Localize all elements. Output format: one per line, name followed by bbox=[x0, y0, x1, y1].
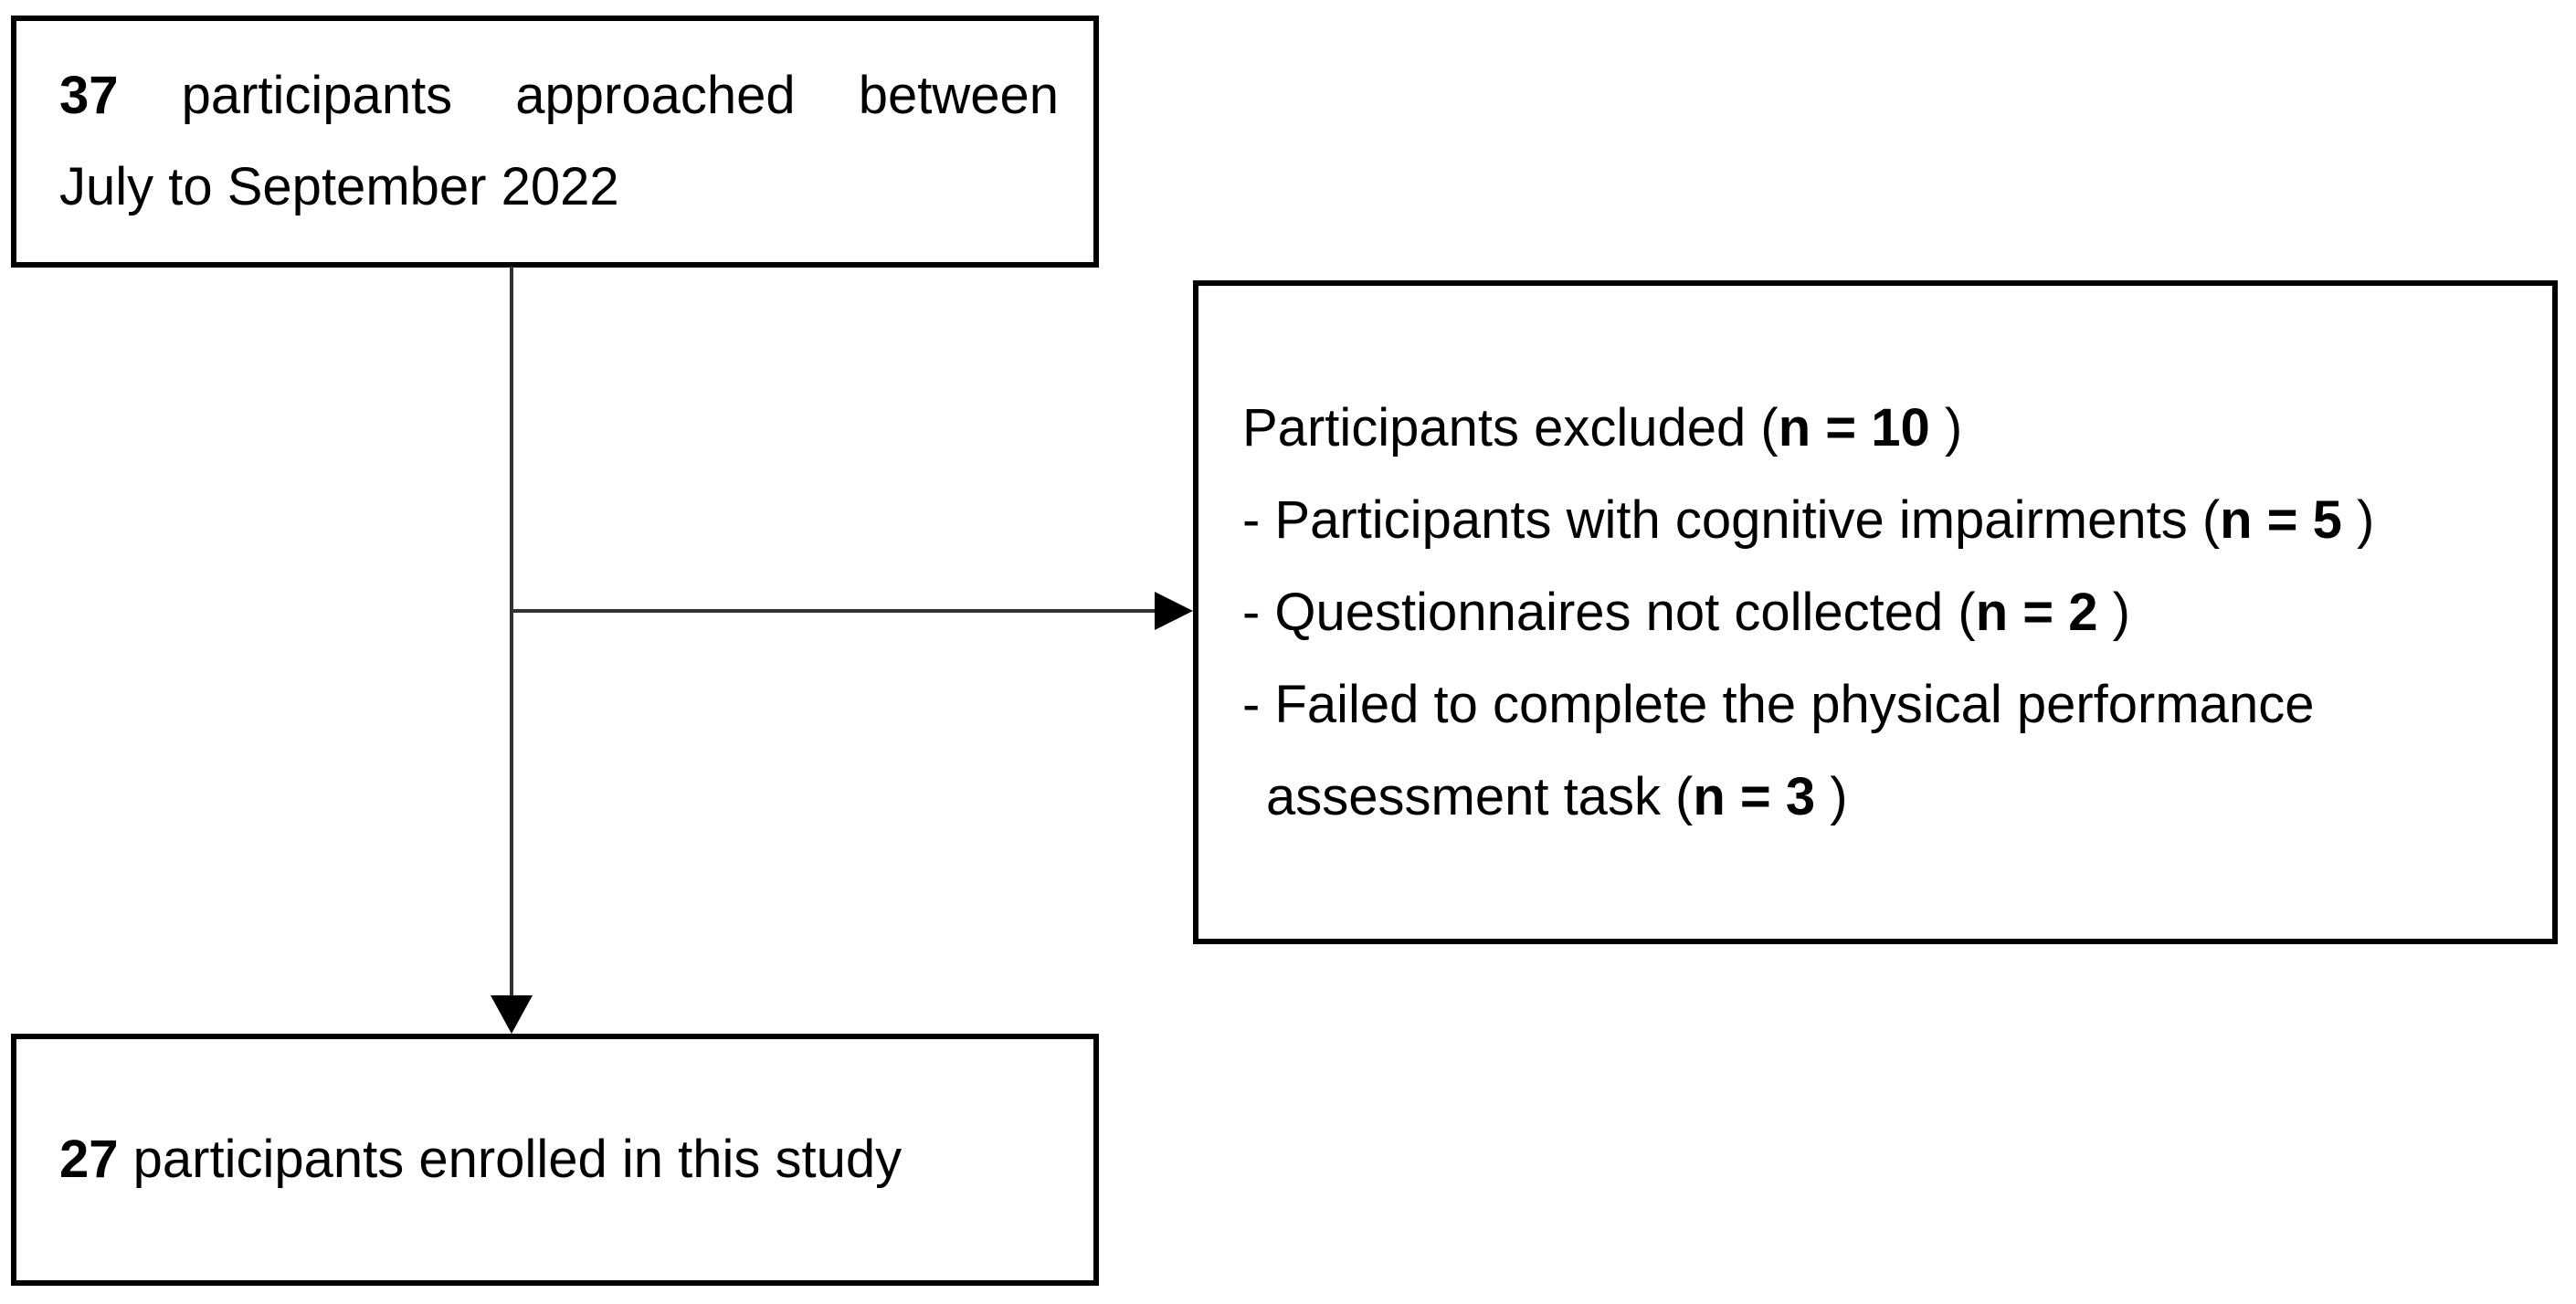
text-segment: - Questionnaires not collected ( bbox=[1242, 583, 1976, 642]
text-segment: ) bbox=[1815, 767, 1848, 826]
excluded-title-line: Participants excluded (n = 10 ) bbox=[1242, 382, 2516, 474]
text-segment: participants enrolled in this study bbox=[118, 1130, 903, 1189]
excluded-reason-cognitive: - Participants with cognitive impairment… bbox=[1242, 474, 2516, 566]
box-participants-enrolled: 27 participants enrolled in this study bbox=[11, 1034, 1099, 1286]
arrowhead-right-icon bbox=[1155, 592, 1193, 630]
vertical-connector-line bbox=[510, 267, 513, 995]
box-participants-excluded: Participants excluded (n = 10 ) - Partic… bbox=[1193, 280, 2558, 944]
text-segment: - Failed to complete the physical perfor… bbox=[1242, 675, 2315, 734]
box-participants-approached: 37 participants approached between July … bbox=[11, 16, 1099, 268]
text-segment: July to September 2022 bbox=[59, 157, 619, 216]
text-segment: assessment task ( bbox=[1266, 767, 1694, 826]
excluded-failed-task-count: n = 3 bbox=[1693, 767, 1816, 826]
arrowhead-down-icon bbox=[491, 995, 533, 1034]
text-segment: ) bbox=[1929, 398, 1963, 457]
horizontal-connector-line bbox=[512, 609, 1155, 613]
approached-line-2: July to September 2022 bbox=[59, 142, 1059, 233]
text-segment: ) bbox=[2341, 490, 2375, 550]
excluded-reason-failed-task-line-1: - Failed to complete the physical perfor… bbox=[1242, 658, 2516, 751]
excluded-reason-questionnaires: - Questionnaires not collected (n = 2 ) bbox=[1242, 566, 2516, 658]
enrolled-count: 27 bbox=[59, 1130, 119, 1189]
text-segment: - Participants with cognitive impairment… bbox=[1242, 490, 2221, 550]
approached-count: 37 bbox=[59, 66, 119, 125]
excluded-questionnaire-count: n = 2 bbox=[1975, 583, 2098, 642]
enrolled-line-1: 27 participants enrolled in this study bbox=[59, 1114, 1059, 1205]
text-segment: participants approached between bbox=[118, 66, 1059, 125]
excluded-cognitive-count: n = 5 bbox=[2220, 490, 2342, 550]
text-segment: Participants excluded ( bbox=[1242, 398, 1779, 457]
text-segment: ) bbox=[2097, 583, 2130, 642]
approached-line-1: 37 participants approached between bbox=[59, 50, 1059, 142]
excluded-total-count: n = 10 bbox=[1778, 398, 1930, 457]
excluded-reason-failed-task-line-2: assessment task (n = 3 ) bbox=[1242, 751, 2516, 843]
